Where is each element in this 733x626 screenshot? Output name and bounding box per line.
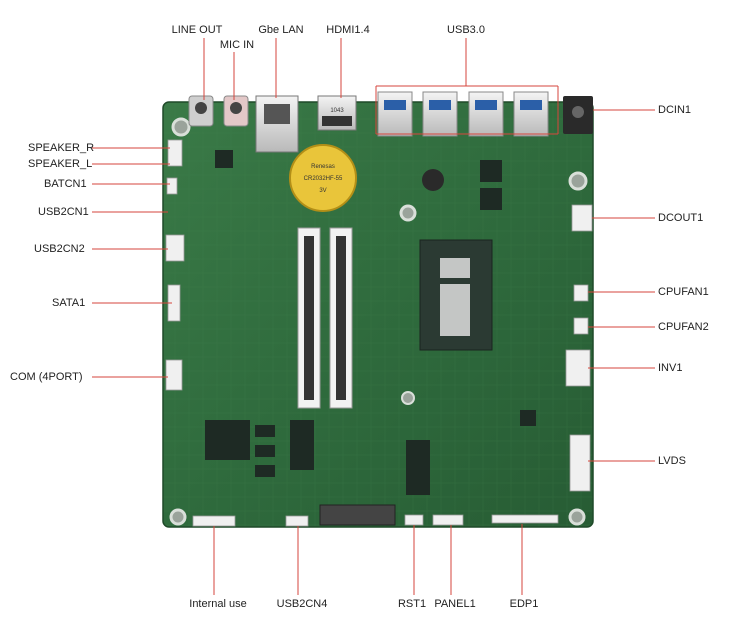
msata-slot	[319, 504, 396, 526]
callout-lines	[92, 38, 655, 595]
label-usb2cn1: USB2CN1	[38, 206, 89, 218]
label-inv1: INV1	[658, 362, 683, 374]
label-speaker-l: SPEAKER_L	[28, 158, 93, 170]
usb30-ports	[377, 91, 549, 137]
svg-text:Renesas: Renesas	[311, 164, 335, 170]
mounting-holes	[169, 117, 588, 526]
pin-headers	[165, 139, 593, 527]
label-usb2cn2: USB2CN2	[34, 243, 85, 255]
hdmi-port: 1043	[317, 95, 357, 131]
label-speaker-r: SPEAKER_R	[28, 142, 95, 154]
label-internal-use: Internal use	[189, 598, 247, 610]
hdmi-marking: 1043	[330, 108, 344, 114]
cmos-battery: Renesas CR2032HF-55 3V	[289, 144, 357, 212]
label-com: COM (4PORT)	[10, 371, 83, 383]
label-usb2cn4: USB2CN4	[276, 598, 328, 610]
label-hdmi: HDMI1.4	[326, 24, 370, 36]
label-gbe-lan: Gbe LAN	[258, 24, 304, 36]
memory-slots	[297, 227, 353, 409]
label-sata1: SATA1	[52, 297, 86, 309]
label-line-out: LINE OUT	[171, 24, 223, 36]
label-edp1: EDP1	[509, 598, 539, 610]
svg-text:3V: 3V	[319, 188, 326, 194]
label-mic-in: MIC IN	[219, 39, 255, 51]
audio-jacks	[188, 95, 249, 127]
label-dcin1: DCIN1	[658, 104, 692, 116]
lan-port	[255, 95, 299, 153]
label-batcn1: BATCN1	[44, 178, 87, 190]
label-cpufan1: CPUFAN1	[658, 286, 709, 298]
label-lvds: LVDS	[658, 455, 686, 467]
cpu	[419, 239, 493, 351]
label-cpufan2: CPUFAN2	[658, 321, 709, 333]
svg-text:CR2032HF-55: CR2032HF-55	[304, 176, 343, 182]
label-rst1: RST1	[397, 598, 427, 610]
label-dcout1: DCOUT1	[658, 212, 704, 224]
dc-jack	[563, 96, 593, 134]
board-chips	[205, 150, 536, 495]
label-panel1: PANEL1	[434, 598, 476, 610]
label-usb30: USB3.0	[447, 24, 485, 36]
